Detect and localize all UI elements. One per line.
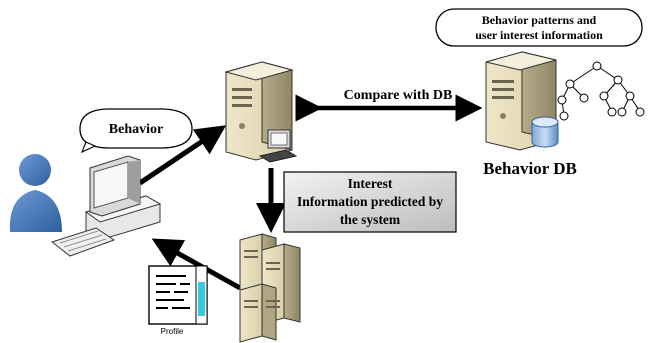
patterns-bubble: Behavior patterns and user interest info…	[435, 8, 643, 47]
interest-label-line3: the system	[340, 212, 401, 227]
server-icon	[224, 61, 298, 163]
database-cylinder-icon	[531, 116, 559, 148]
profile-label: Profile	[161, 327, 184, 336]
behavior-bubble: Behavior	[79, 108, 193, 154]
behavior-db-label: Behavior DB	[483, 159, 577, 178]
patterns-label-line2: user interest information	[475, 28, 603, 42]
interest-label-line2: Information predicted by	[297, 194, 443, 209]
interest-label-line1: Interest	[348, 176, 393, 191]
arrow-behavior-to-server	[138, 125, 227, 186]
server-cluster-icon	[239, 233, 301, 343]
compare-label: Compare with DB	[344, 88, 453, 103]
tree-structure-icon	[557, 61, 645, 121]
interest-box: Interest Information predicted by the sy…	[283, 171, 457, 233]
behavior-label: Behavior	[109, 122, 163, 137]
user-icon	[9, 154, 63, 232]
arrows	[138, 94, 483, 291]
profile-document-icon: Profile	[148, 265, 208, 336]
desktop-computer-icon	[50, 155, 162, 257]
arrow-cluster-to-user	[151, 238, 242, 291]
patterns-label-line1: Behavior patterns and	[482, 13, 597, 27]
